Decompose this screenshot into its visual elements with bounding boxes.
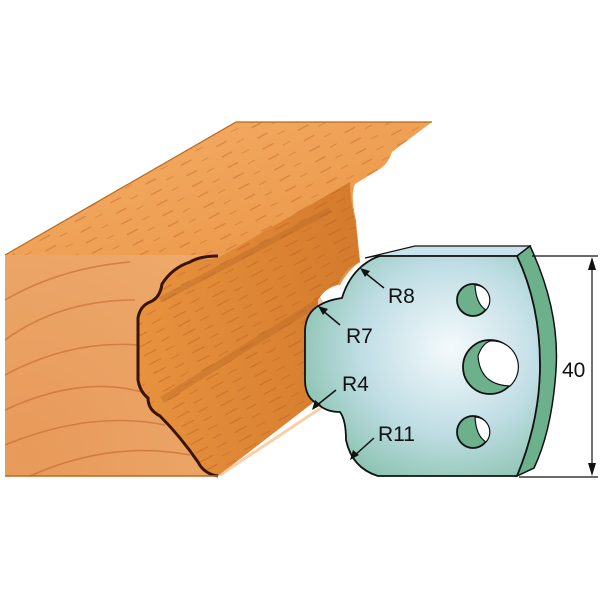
- arrow-r4-icon: [315, 389, 337, 407]
- label-r8: R8: [388, 285, 415, 308]
- dimension-height: [519, 255, 598, 478]
- dimension-arrow-up-icon: [588, 257, 596, 270]
- wood-workpiece: [4, 121, 432, 478]
- arrow-r11-icon: [353, 437, 375, 457]
- label-r7: R7: [346, 325, 373, 348]
- arrow-r8-icon: [363, 271, 385, 289]
- label-r4: R4: [342, 373, 369, 396]
- wood-end-face: [5, 255, 218, 476]
- knife-mounting-holes: [456, 283, 519, 449]
- label-r11: R11: [378, 423, 415, 446]
- radius-annotations: [312, 268, 385, 460]
- wood-profile-outline: [136, 254, 219, 478]
- profile-knife: [304, 244, 558, 478]
- dimension-arrow-down-icon: [588, 463, 596, 476]
- dimension-label: 40: [562, 359, 585, 382]
- wood-growth-rings: [4, 261, 191, 477]
- wood-edge: [4, 121, 237, 256]
